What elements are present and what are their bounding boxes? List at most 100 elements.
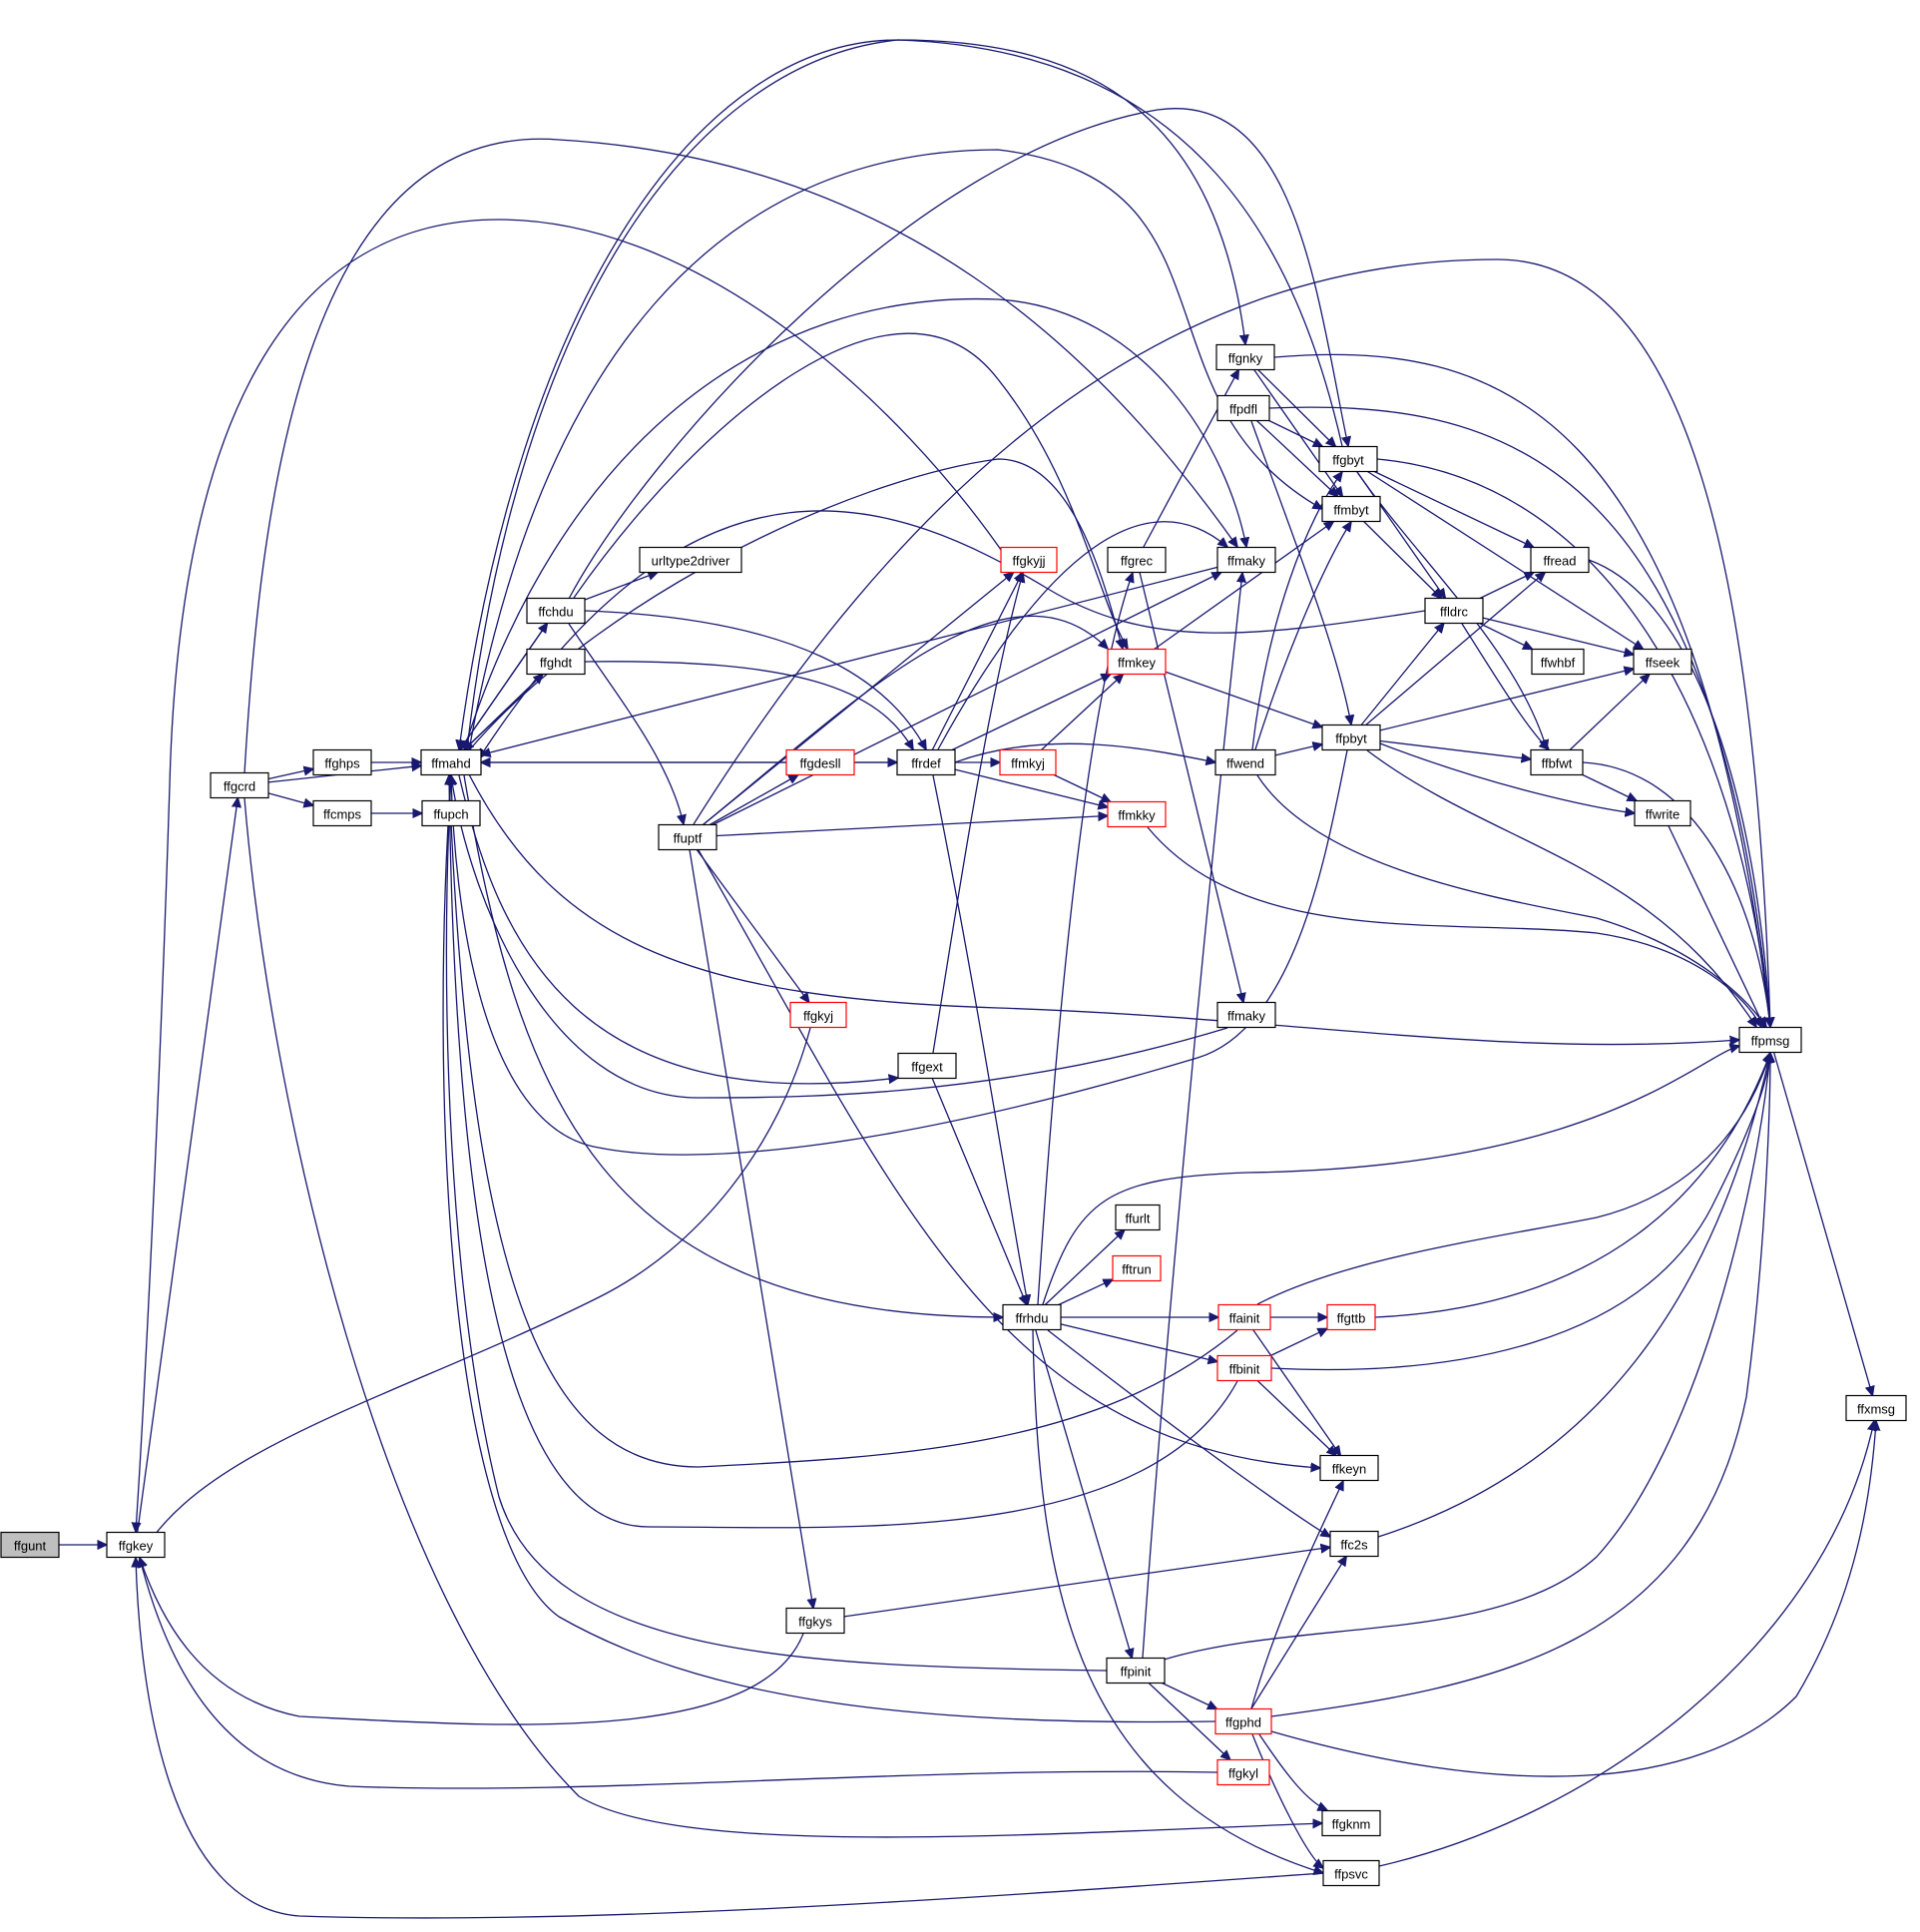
node-ffbfwt[interactable]: ffbfwt — [1530, 748, 1584, 776]
node-box — [1633, 648, 1692, 676]
node-ffgunt[interactable]: ffgunt — [0, 1531, 60, 1559]
node-box — [526, 597, 586, 625]
edge-ffgext-to-ffrhdu — [931, 1078, 1027, 1305]
node-ffxmsg[interactable]: ffxmsg — [1845, 1394, 1907, 1422]
node-ffmaky1[interactable]: ffmaky — [1216, 546, 1276, 574]
node-label: ffgkyjj — [1013, 554, 1046, 569]
edge-ffpdfl-to-ffpmsg — [1268, 406, 1770, 1027]
node-ffgphd[interactable]: ffgphd — [1214, 1707, 1272, 1735]
node-ffmbyt[interactable]: ffmbyt — [1321, 495, 1381, 523]
node-box — [1321, 1809, 1381, 1837]
node-ffmaky2[interactable]: ffmaky — [1216, 1001, 1276, 1029]
edge-ffpinit-to-ffgphd — [1162, 1682, 1217, 1709]
node-label: ffmkyj — [1011, 756, 1045, 771]
node-box — [639, 546, 742, 574]
node-box — [421, 799, 481, 827]
node-ffgext[interactable]: ffgext — [897, 1052, 957, 1080]
edge-ffmahd-to-ffrhdu — [463, 774, 1003, 1317]
node-ffgttb[interactable]: ffgttb — [1326, 1303, 1376, 1331]
node-box — [312, 799, 372, 827]
edge-ffchdu-to-ffuptf — [568, 623, 684, 824]
edge-ffgbyt-to-ffpmsg — [1376, 458, 1770, 1027]
node-ffrdef[interactable]: ffrdef — [896, 748, 956, 776]
node-ffgknm[interactable]: ffgknm — [1321, 1809, 1381, 1837]
node-box — [1002, 1303, 1062, 1331]
edge-ffuptf-to-ffgdesll — [709, 775, 798, 826]
node-ffread[interactable]: ffread — [1530, 546, 1590, 574]
edge-ffpbyt-to-ffbfwt — [1379, 739, 1531, 759]
edge-ffrdef-to-ffwend — [954, 742, 1215, 762]
node-ffgcrd[interactable]: ffgcrd — [210, 771, 269, 799]
node-ffseek[interactable]: ffseek — [1633, 648, 1692, 676]
edge-ffwend-to-ffmbyt — [1254, 522, 1351, 750]
node-ffmkky[interactable]: ffmkky — [1107, 800, 1167, 828]
node-ffwend[interactable]: ffwend — [1214, 748, 1276, 776]
edge-ffpdfl-to-ffmbyt — [1255, 420, 1337, 497]
edge-ffgkyl-to-ffgkey — [140, 1558, 1218, 1789]
node-ffgkyl[interactable]: ffgkyl — [1216, 1758, 1270, 1786]
node-ffldrc[interactable]: ffldrc — [1424, 597, 1484, 625]
node-ffwrite[interactable]: ffwrite — [1634, 799, 1691, 827]
edge-ffgbyt-to-ffread — [1373, 470, 1534, 548]
node-box — [1214, 1707, 1272, 1735]
node-ffpdfl[interactable]: ffpdfl — [1216, 394, 1270, 422]
node-box — [1217, 1303, 1271, 1331]
node-ffrhdu[interactable]: ffrhdu — [1002, 1303, 1062, 1331]
node-ffcmps[interactable]: ffcmps — [312, 799, 372, 827]
node-ffgnky[interactable]: ffgnky — [1215, 343, 1275, 371]
node-ffgkyjj[interactable]: ffgkyjj — [1000, 546, 1058, 574]
node-ffmkey[interactable]: ffmkey — [1107, 648, 1167, 676]
node-ffpinit[interactable]: ffpinit — [1106, 1657, 1166, 1685]
node-ffghps[interactable]: ffghps — [312, 748, 372, 776]
edge-ffpbyt-to-ffpmsg — [1366, 749, 1756, 1027]
node-label: ffchdu — [538, 605, 573, 620]
node-ffmahd[interactable]: ffmahd — [420, 748, 482, 776]
edge-ffrdef-to-ffrhdu — [932, 774, 1028, 1304]
node-label: ffgcrd — [224, 779, 255, 794]
node-box — [999, 748, 1057, 776]
node-ffgdesll[interactable]: ffgdesll — [785, 748, 855, 776]
edge-ffrdef-to-ffmkky — [954, 768, 1108, 807]
node-ffgkys[interactable]: ffgkys — [785, 1607, 845, 1635]
node-label: ffainit — [1229, 1311, 1260, 1326]
edge-ffmkey-to-ffmbyt — [1154, 522, 1334, 651]
node-label: ffread — [1543, 554, 1576, 569]
node-label: ffmkky — [1118, 808, 1156, 823]
edge-ffrhdu-to-ffbinit — [1060, 1323, 1217, 1362]
edge-ffghdt-to-ffrdef — [584, 661, 913, 749]
edge-ffpdfl-to-ffpbyt — [1250, 420, 1351, 724]
node-ffpbyt[interactable]: ffpbyt — [1321, 724, 1381, 751]
edge-ffmahd-to-ffmbyt — [468, 149, 1322, 751]
edge-ffc2s-to-ffpmsg — [1377, 1053, 1770, 1538]
node-ffghdt[interactable]: ffghdt — [526, 648, 586, 676]
node-ffpmsg[interactable]: ffpmsg — [1738, 1026, 1802, 1054]
node-ffwhbf[interactable]: ffwhbf — [1531, 648, 1585, 676]
node-ffgrec[interactable]: ffgrec — [1107, 546, 1167, 574]
node-ffgkyj[interactable]: ffgkyj — [789, 1001, 847, 1029]
node-label: fftrun — [1122, 1262, 1151, 1277]
node-ffc2s[interactable]: ffc2s — [1329, 1530, 1379, 1558]
edge-ffgphd-to-ffpmsg — [1270, 1053, 1770, 1717]
node-ffgbyt[interactable]: ffgbyt — [1318, 445, 1378, 473]
node-ffgkey[interactable]: ffgkey — [106, 1531, 166, 1559]
node-label: urltype2driver — [652, 554, 730, 569]
node-ffchdu[interactable]: ffchdu — [526, 597, 586, 625]
edge-ffuptf-to-ffmkky — [716, 816, 1108, 837]
node-ffbinit[interactable]: ffbinit — [1216, 1354, 1272, 1382]
edge-ffmahd-to-ffgext — [458, 774, 898, 1085]
node-ffupch[interactable]: ffupch — [421, 799, 481, 827]
node-ffmkyj[interactable]: ffmkyj — [999, 748, 1057, 776]
node-ffuptf[interactable]: ffuptf — [658, 823, 718, 851]
node-ffurlt[interactable]: ffurlt — [1115, 1204, 1161, 1231]
edge-ffrhdu-to-fftrun — [1058, 1279, 1113, 1306]
node-fftrun[interactable]: fftrun — [1112, 1254, 1162, 1282]
node-ffpsvc[interactable]: ffpsvc — [1322, 1859, 1380, 1887]
node-label: ffldrc — [1440, 605, 1468, 620]
node-box — [1106, 1657, 1166, 1685]
node-ffainit[interactable]: ffainit — [1217, 1303, 1271, 1331]
node-box — [0, 1531, 60, 1559]
node-label: ffgnky — [1228, 351, 1263, 366]
node-box — [1107, 648, 1167, 676]
node-urltype2driver[interactable]: urltype2driver — [639, 546, 742, 574]
node-ffkeyn[interactable]: ffkeyn — [1319, 1454, 1379, 1482]
